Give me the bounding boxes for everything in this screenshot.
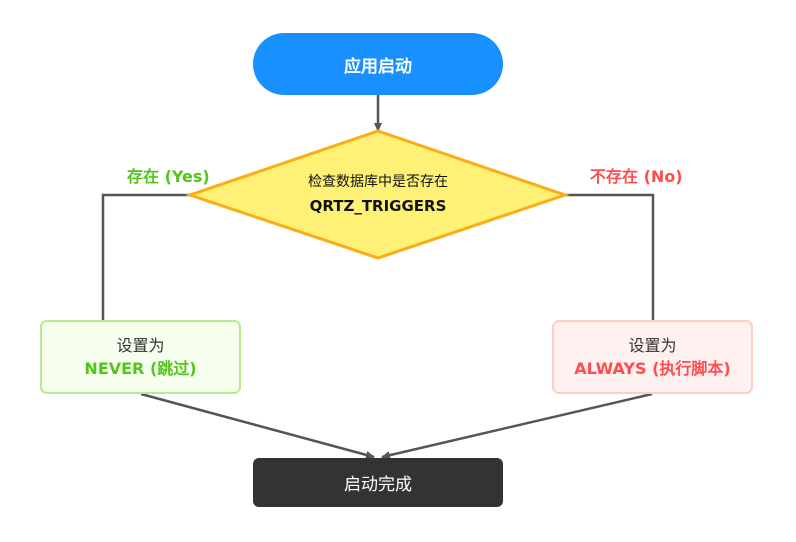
edge-no-to-always — [565, 193, 655, 320]
edge-yes-to-never — [101, 193, 190, 320]
decision-question: 检查数据库中是否存在 — [308, 174, 448, 190]
end-node: 启动完成 — [253, 458, 503, 507]
never-prefix: 设置为 — [116, 336, 165, 355]
decision-diamond — [185, 129, 570, 260]
decision-table-name: QRTZ_TRIGGERS — [309, 197, 447, 215]
never-node: 设置为 NEVER (跳过) — [40, 320, 241, 394]
yes-branch-label: 存在 (Yes) — [127, 167, 210, 186]
start-node: 应用启动 — [253, 33, 503, 95]
never-value: NEVER (跳过) — [84, 359, 197, 378]
start-label: 应用启动 — [344, 56, 412, 77]
end-label: 启动完成 — [344, 475, 412, 495]
always-prefix: 设置为 — [628, 336, 677, 355]
edge-never-to-end — [140, 392, 375, 459]
always-value: ALWAYS (执行脚本) — [574, 359, 731, 378]
edge-always-to-end — [381, 392, 653, 460]
no-branch-label: 不存在 (No) — [590, 167, 683, 186]
decision-node-text: 检查数据库中是否存在 QRTZ_TRIGGERS — [230, 170, 526, 218]
always-node: 设置为 ALWAYS (执行脚本) — [552, 320, 753, 394]
